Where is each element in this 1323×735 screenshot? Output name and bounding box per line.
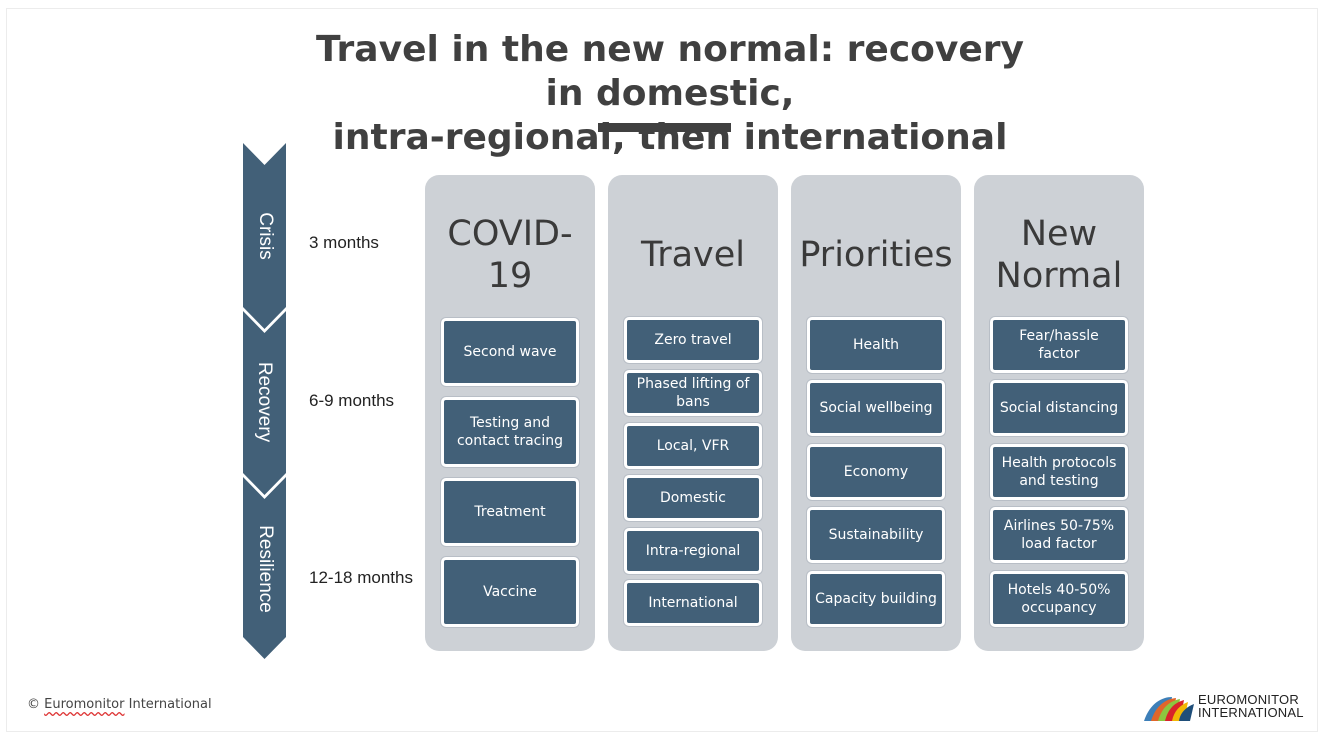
- slide-title: Travel in the new normal: recovery in do…: [300, 28, 1040, 160]
- card-fear-hassle: Fear/hassle factor: [990, 317, 1128, 373]
- card-social-distancing: Social distancing: [990, 380, 1128, 436]
- card-capacity-building: Capacity building: [807, 571, 945, 627]
- column-priorities: Priorities Health Social wellbeing Econo…: [791, 175, 961, 651]
- phase-label-recovery: Recovery: [254, 361, 276, 443]
- card-health: Health: [807, 317, 945, 373]
- duration-resilience: 12-18 months: [309, 568, 413, 587]
- column-title-priorities: Priorities: [799, 235, 953, 275]
- footer-copyright: © Euromonitor International: [27, 697, 212, 712]
- card-zero-travel: Zero travel: [624, 317, 762, 363]
- column-new-normal: New Normal Fear/hassle factor Social dis…: [974, 175, 1144, 651]
- title-underline: [598, 123, 731, 132]
- card-vaccine: Vaccine: [441, 557, 579, 627]
- title-line-1: Travel in the new normal: recovery in do…: [315, 29, 1025, 114]
- column-title-travel: Travel: [640, 235, 746, 275]
- phase-label-resilience: Resilience: [254, 525, 276, 613]
- card-hotels-occupancy: Hotels 40-50% occupancy: [990, 571, 1128, 627]
- column-travel: Travel Zero travel Phased lifting of ban…: [608, 175, 778, 651]
- card-phased-lifting: Phased lifting of bans: [624, 370, 762, 416]
- recovery-chevron: [243, 311, 286, 495]
- duration-recovery: 6-9 months: [309, 391, 395, 410]
- logo-stripes-icon: [1144, 697, 1194, 721]
- card-testing-contact-tracing: Testing and contact tracing: [441, 397, 579, 467]
- euromonitor-logo: EUROMONITOR INTERNATIONAL: [1142, 693, 1307, 723]
- column-title-covid19: COVID- 19: [447, 214, 573, 296]
- card-airlines-load-factor: Airlines 50-75% load factor: [990, 507, 1128, 563]
- duration-crisis: 3 months: [309, 233, 379, 252]
- card-social-wellbeing: Social wellbeing: [807, 380, 945, 436]
- card-international: International: [624, 580, 762, 626]
- card-sustainability: Sustainability: [807, 507, 945, 563]
- card-economy: Economy: [807, 444, 945, 500]
- card-local-vfr: Local, VFR: [624, 423, 762, 469]
- card-treatment: Treatment: [441, 478, 579, 546]
- footer-brand-rest: International: [128, 697, 212, 712]
- card-intra-regional: Intra-regional: [624, 528, 762, 574]
- resilience-chevron: [243, 477, 286, 659]
- card-domestic: Domestic: [624, 475, 762, 521]
- footer-brand: Euromonitor: [44, 697, 125, 712]
- phase-label-crisis: Crisis: [254, 211, 276, 260]
- column-title-new-normal: New Normal: [995, 214, 1123, 296]
- timeline-arrow-shape: [243, 143, 286, 659]
- copyright-symbol: ©: [27, 697, 40, 712]
- slide-frame: [6, 8, 1318, 732]
- column-covid19: COVID- 19 Second wave Testing and contac…: [425, 175, 595, 651]
- logo-text: EUROMONITOR INTERNATIONAL: [1198, 692, 1304, 720]
- phase-timeline: Crisis Recovery Resilience: [243, 143, 286, 659]
- card-health-protocols: Health protocols and testing: [990, 444, 1128, 500]
- card-second-wave: Second wave: [441, 318, 579, 386]
- crisis-chevron: [243, 143, 286, 329]
